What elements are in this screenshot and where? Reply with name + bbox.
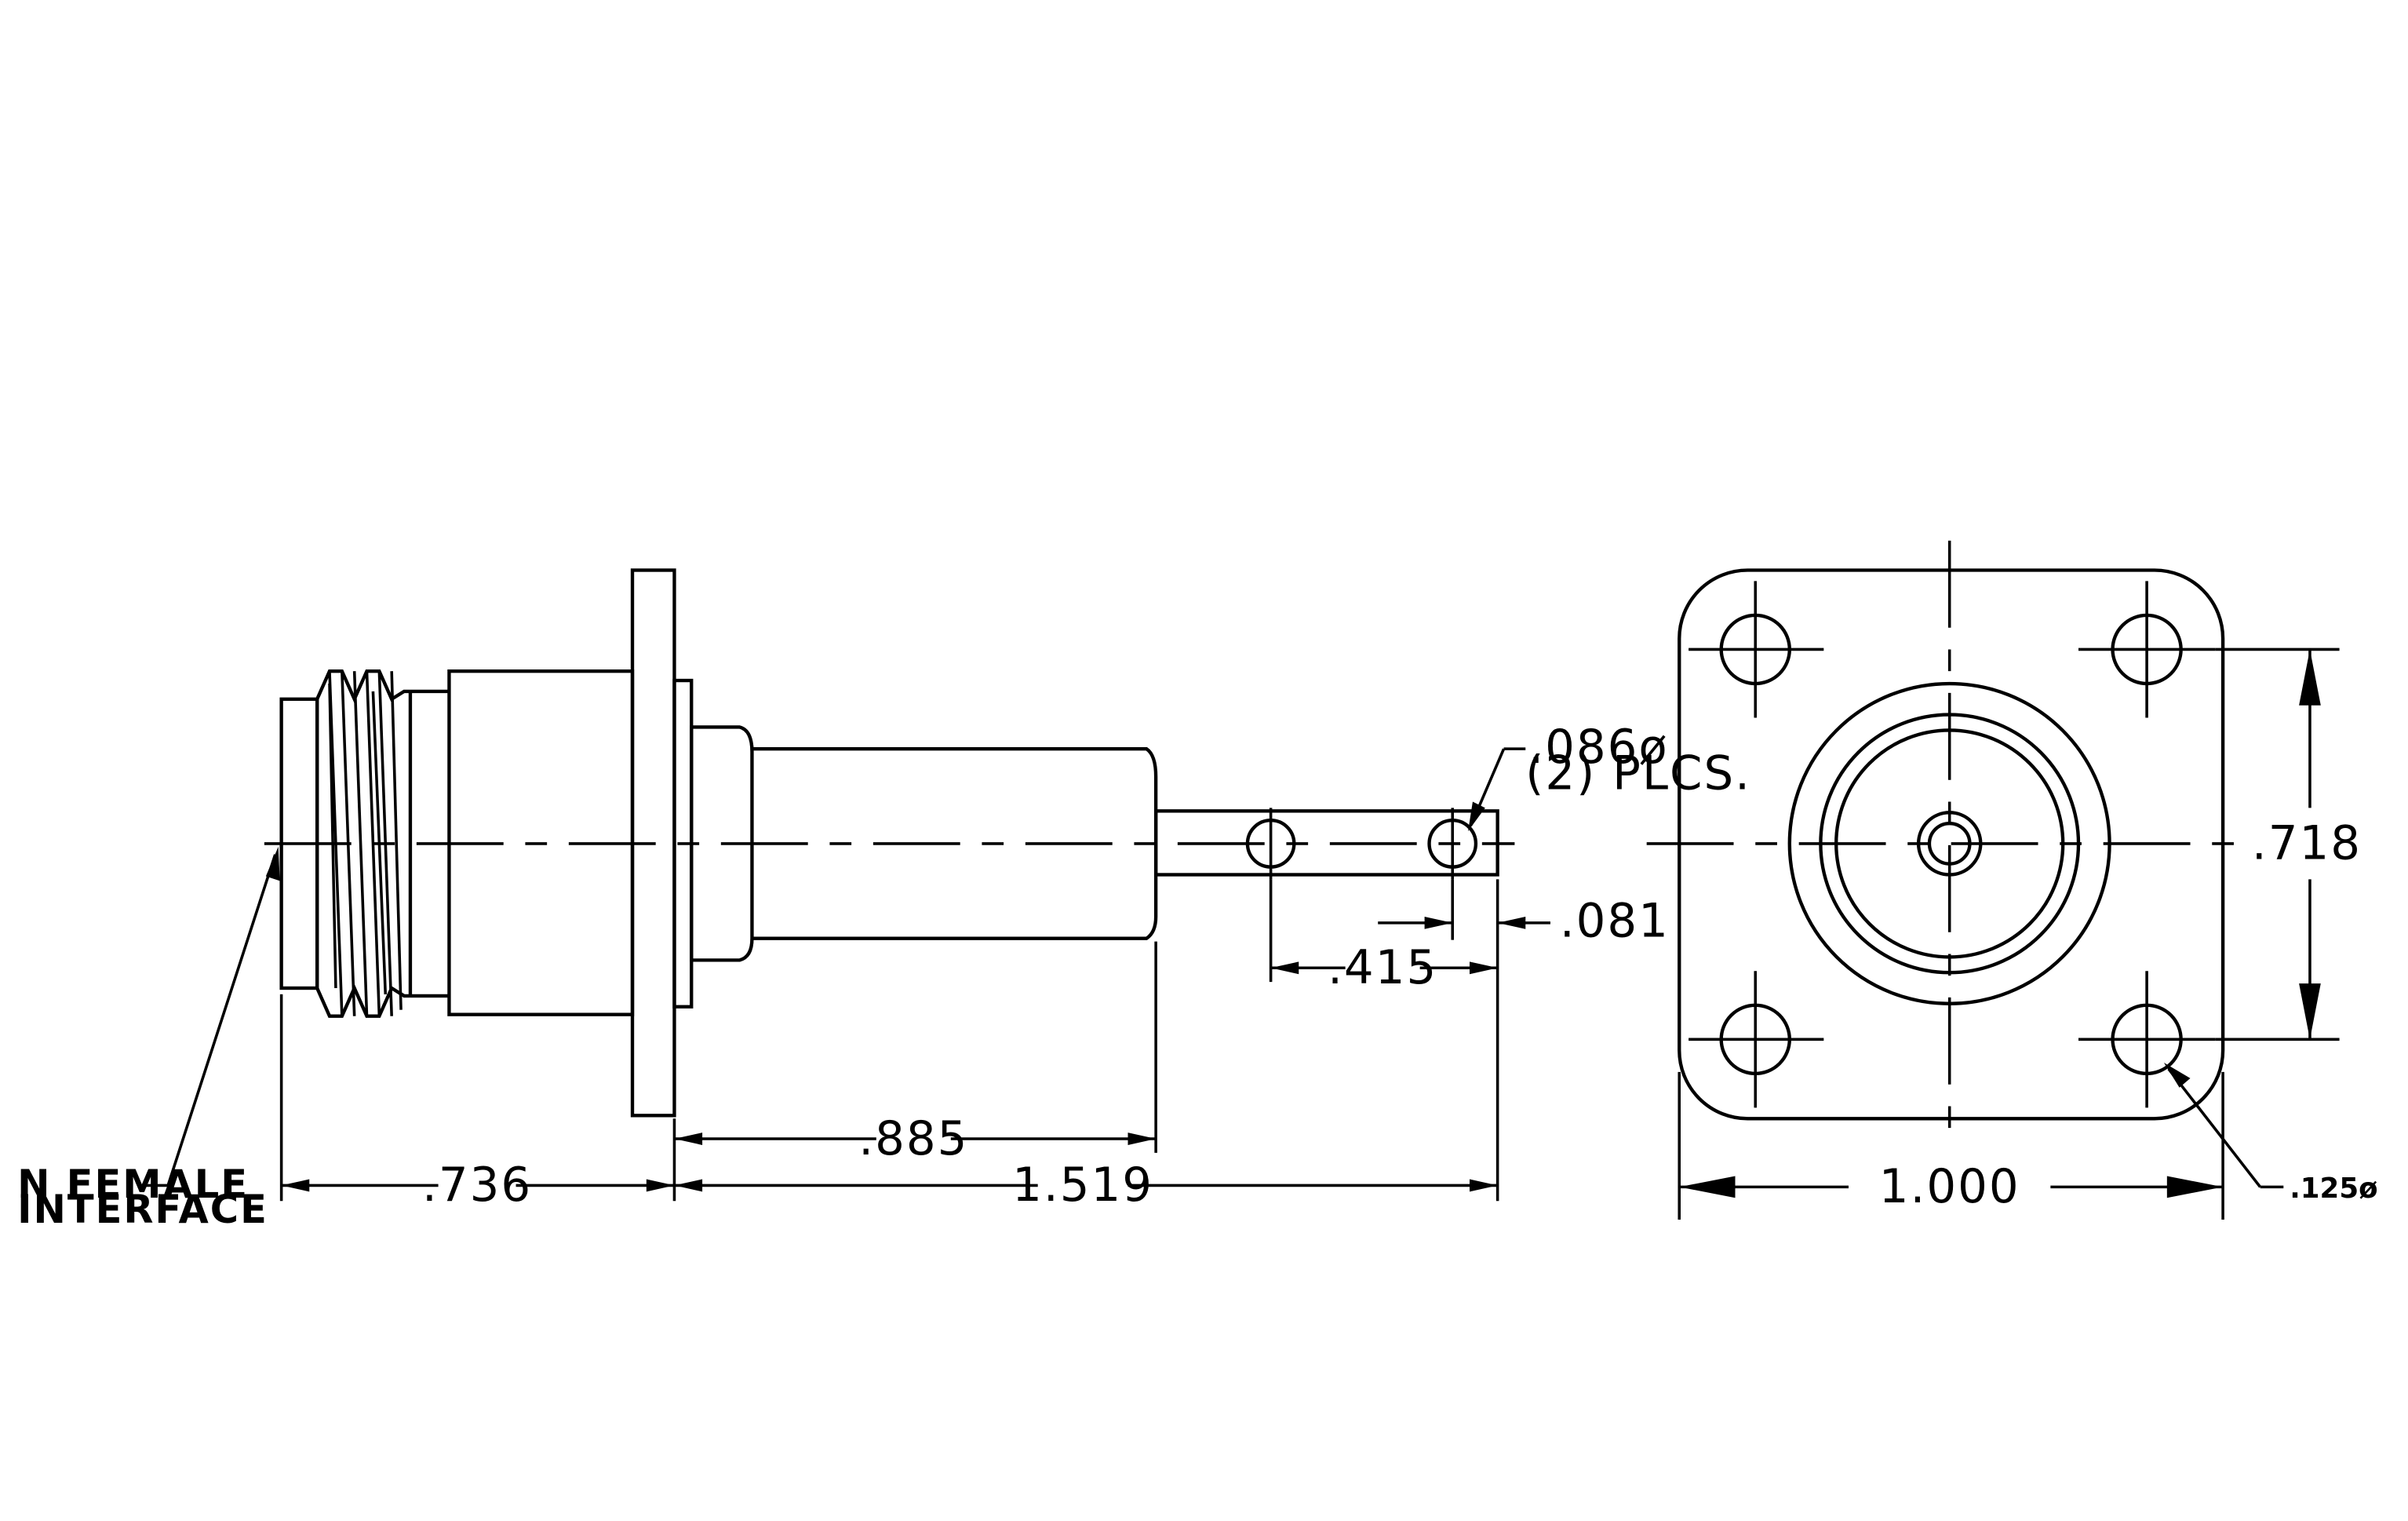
- front-view: [1646, 540, 2256, 1150]
- dim-hole-count: (2) PLCS.: [1525, 747, 1751, 801]
- dim-hole-pitch: .718: [2252, 817, 2362, 871]
- side-view: [264, 568, 1515, 1118]
- dim-body-length: .885: [858, 1112, 968, 1166]
- mount-holes: [1689, 581, 2216, 1108]
- dim-overall-length: 1.519: [1012, 1158, 1153, 1213]
- dim-hole-edge: .081: [1560, 895, 1670, 949]
- interface-callout-line2: INTERFACE: [17, 1187, 268, 1232]
- dim-mount-hole-diameter: .125ø: [2290, 1173, 2377, 1205]
- dim-flange-width: 1.000: [1879, 1160, 2020, 1214]
- interface-callout-line1: N FEMALE: [17, 1162, 249, 1207]
- side-dimensions: .736 1.519 .885 .415 .081 .086ø (2) PLCS…: [17, 720, 1751, 1232]
- dim-hole-diameter: .086ø: [1528, 720, 1668, 775]
- front-dimensions: 1.000 .718 .125ø: [1678, 647, 2378, 1220]
- dim-interface-length: .736: [422, 1158, 532, 1213]
- dim-hole-spacing: .415: [1328, 941, 1437, 995]
